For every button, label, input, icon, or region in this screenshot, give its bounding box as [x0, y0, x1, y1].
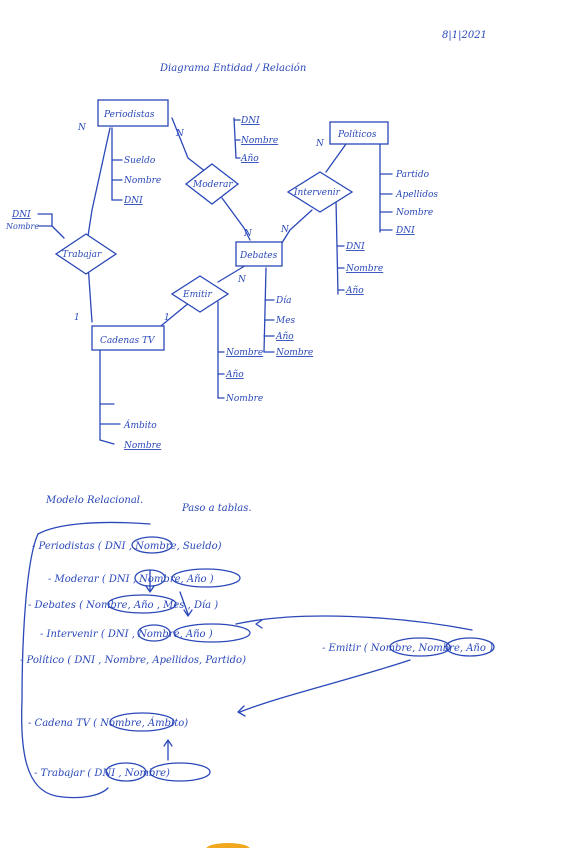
relation-intervenir: Intervenir [286, 171, 354, 213]
orange-mark [206, 843, 250, 848]
diagram-title: Diagrama Entidad / Relación [159, 63, 306, 74]
attribute-label: Nombre [395, 208, 433, 218]
relational-row: - Debates ( Nombre, Año , Mes , Día ) [28, 600, 218, 611]
entity-label: Cadenas TV [100, 336, 156, 346]
cardinality-label: 1 [164, 313, 170, 323]
attribute-label: Día [275, 295, 291, 306]
relation-label: Emitir [182, 290, 212, 300]
attribute-label: Año [225, 370, 244, 380]
relational-row: - Político ( DNI , Nombre, Apellidos, Pa… [20, 655, 246, 666]
cardinality-label: N [315, 139, 325, 149]
page-date: 8|1|2021 [442, 30, 487, 41]
cardinality-label: N [237, 275, 247, 285]
relational-row: - Cadena TV ( Nombre, Ámbito) [28, 717, 188, 729]
cardinality-label: N [175, 129, 185, 139]
relation-label: Moderar [192, 180, 233, 190]
attribute-label: Partido [395, 170, 430, 180]
entity-label: Políticos [337, 129, 377, 140]
attribute-label: Nombre [5, 222, 39, 231]
entity-label: Periodistas [103, 110, 155, 120]
attribute-label: Mes [275, 316, 296, 326]
entity-debates: Debates [235, 241, 283, 267]
attribute-label: DNI [240, 116, 260, 126]
cardinality-label: N [243, 229, 253, 239]
entity-label: Debates [239, 251, 278, 261]
relational-heading: Modelo Relacional. [45, 495, 143, 506]
attribute-label: DNI [395, 226, 415, 236]
entity-politicos: Políticos [329, 121, 389, 145]
attribute-label: Nombre [225, 394, 263, 404]
attribute-label: Nombre [123, 176, 161, 186]
relation-trabajar: Trabajar [54, 233, 118, 275]
attribute-label: Año [240, 154, 259, 164]
er-connectors [37, 117, 393, 445]
attribute-label: Apellidos [395, 190, 438, 200]
relational-row: - Periodistas ( DNI , Nombre, Sueldo) [32, 541, 222, 552]
relational-row: - Emitir ( Nombre, Nombre, Año ) [322, 643, 493, 654]
attribute-label: Ámbito [123, 419, 157, 431]
relation-label: Trabajar [62, 250, 102, 260]
cardinalities: N N N N N N 1 1 [74, 123, 325, 323]
attributes-debates: Día Mes Año Nombre [275, 295, 313, 358]
entity-periodistas: Periodistas [97, 99, 169, 127]
attribute-label: Nombre [240, 136, 278, 146]
attributes-trabajar: DNI Nombre [5, 210, 39, 231]
entity-cadenas-tv: Cadenas TV [91, 325, 165, 351]
attributes-cadenas-tv: Ámbito Nombre [123, 419, 161, 451]
attribute-label: Nombre [345, 264, 383, 274]
attributes-periodistas: Sueldo Nombre DNI [123, 156, 161, 206]
cardinality-label: N [280, 225, 290, 235]
attributes-politicos: Partido Apellidos Nombre DNI [395, 170, 438, 236]
relational-row: - Trabajar ( DNI , Nombre) [34, 768, 170, 779]
attribute-label: Sueldo [124, 156, 156, 166]
attributes-moderar: DNI Nombre Año [240, 116, 278, 164]
relational-row: - Moderar ( DNI , Nombre, Año ) [48, 574, 214, 585]
cardinality-label: 1 [74, 313, 80, 323]
attribute-label: Año [345, 286, 364, 296]
attribute-label: Nombre [275, 348, 313, 358]
attribute-label: Nombre [225, 348, 263, 358]
attribute-label: Nombre [123, 441, 161, 451]
relational-subheading: Paso a tablas. [181, 503, 252, 514]
relational-row: - Intervenir ( DNI , Nombre, Año ) [40, 629, 213, 640]
attribute-label: DNI [345, 242, 365, 252]
cardinality-label: N [77, 123, 87, 133]
relation-emitir: Emitir [170, 275, 230, 313]
relation-label: Intervenir [293, 188, 341, 198]
relation-moderar: Moderar [184, 163, 240, 205]
attribute-label: Año [275, 332, 294, 342]
attributes-emitir: Nombre Año Nombre [225, 348, 263, 404]
attribute-label: DNI [11, 210, 31, 220]
attribute-label: DNI [123, 196, 143, 206]
attributes-intervenir: DNI Nombre Año [345, 242, 383, 296]
relational-model: Modelo Relacional. Paso a tablas. - Peri… [20, 495, 495, 799]
